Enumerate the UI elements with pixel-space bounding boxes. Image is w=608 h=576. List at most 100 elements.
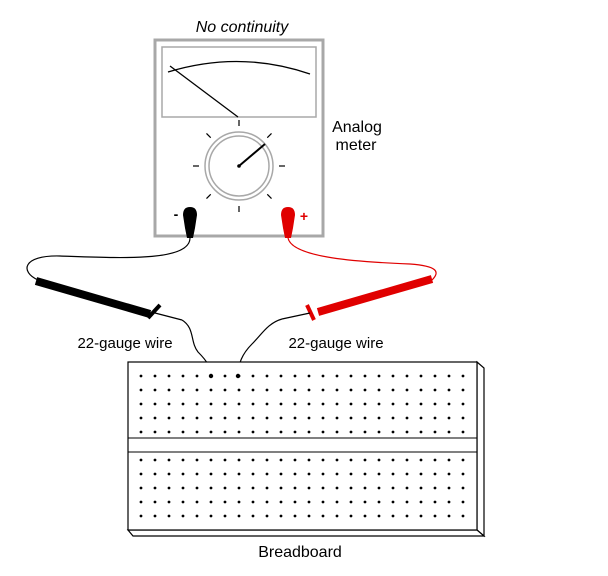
breadboard-hole[interactable] [349, 458, 353, 462]
breadboard-hole[interactable] [265, 486, 269, 490]
breadboard-hole[interactable] [391, 486, 395, 490]
breadboard-hole[interactable] [461, 486, 465, 490]
breadboard-hole[interactable] [279, 402, 283, 406]
breadboard-hole[interactable] [349, 416, 353, 420]
breadboard-hole[interactable] [167, 430, 171, 434]
breadboard-hole[interactable] [461, 514, 465, 518]
breadboard-hole[interactable] [293, 374, 297, 378]
breadboard-hole[interactable] [391, 402, 395, 406]
breadboard-hole[interactable] [419, 416, 423, 420]
breadboard-hole[interactable] [461, 430, 465, 434]
breadboard-hole[interactable] [419, 500, 423, 504]
breadboard-hole[interactable] [139, 500, 143, 504]
breadboard-hole[interactable] [447, 500, 451, 504]
breadboard-hole[interactable] [307, 486, 311, 490]
breadboard-hole[interactable] [223, 374, 227, 378]
breadboard-hole[interactable] [209, 486, 213, 490]
breadboard-hole[interactable] [321, 416, 325, 420]
breadboard-hole[interactable] [223, 402, 227, 406]
breadboard-hole[interactable] [377, 388, 381, 392]
breadboard-hole[interactable] [391, 388, 395, 392]
breadboard-hole[interactable] [335, 402, 339, 406]
breadboard-hole[interactable] [321, 430, 325, 434]
breadboard-hole[interactable] [307, 472, 311, 476]
breadboard-hole[interactable] [335, 514, 339, 518]
breadboard-hole[interactable] [307, 374, 311, 378]
breadboard-hole[interactable] [293, 416, 297, 420]
breadboard-hole[interactable] [223, 430, 227, 434]
breadboard-hole[interactable] [181, 500, 185, 504]
negative-probe[interactable] [34, 277, 183, 321]
breadboard-hole[interactable] [181, 388, 185, 392]
breadboard-hole[interactable] [181, 472, 185, 476]
breadboard-hole[interactable] [265, 458, 269, 462]
breadboard-hole[interactable] [293, 430, 297, 434]
breadboard-hole[interactable] [377, 500, 381, 504]
breadboard-hole[interactable] [461, 402, 465, 406]
breadboard-hole[interactable] [195, 514, 199, 518]
breadboard-hole[interactable] [363, 486, 367, 490]
breadboard-hole[interactable] [447, 402, 451, 406]
breadboard-hole[interactable] [153, 402, 157, 406]
breadboard-hole[interactable] [307, 416, 311, 420]
breadboard-hole[interactable] [335, 388, 339, 392]
breadboard-hole[interactable] [265, 514, 269, 518]
breadboard-hole[interactable] [279, 458, 283, 462]
breadboard-hole[interactable] [405, 388, 409, 392]
breadboard-hole[interactable] [349, 402, 353, 406]
breadboard-hole[interactable] [223, 472, 227, 476]
breadboard-hole[interactable] [167, 388, 171, 392]
breadboard-hole[interactable] [167, 472, 171, 476]
breadboard-hole[interactable] [251, 388, 255, 392]
breadboard-hole[interactable] [209, 458, 213, 462]
breadboard-hole[interactable] [279, 486, 283, 490]
breadboard-hole[interactable] [335, 430, 339, 434]
breadboard-hole[interactable] [293, 500, 297, 504]
breadboard-hole[interactable] [293, 458, 297, 462]
breadboard-hole[interactable] [405, 416, 409, 420]
breadboard-hole[interactable] [419, 402, 423, 406]
breadboard-hole[interactable] [419, 458, 423, 462]
breadboard-hole[interactable] [391, 514, 395, 518]
breadboard-hole[interactable] [377, 402, 381, 406]
breadboard-hole[interactable] [405, 402, 409, 406]
breadboard-hole[interactable] [251, 458, 255, 462]
breadboard-hole[interactable] [391, 472, 395, 476]
breadboard-hole[interactable] [293, 472, 297, 476]
breadboard-hole[interactable] [363, 430, 367, 434]
breadboard-hole[interactable] [321, 514, 325, 518]
breadboard-hole[interactable] [335, 374, 339, 378]
breadboard-hole[interactable] [237, 500, 241, 504]
breadboard-hole[interactable] [419, 388, 423, 392]
breadboard-hole[interactable] [181, 402, 185, 406]
breadboard-hole[interactable] [391, 416, 395, 420]
breadboard-hole[interactable] [433, 486, 437, 490]
breadboard-hole[interactable] [153, 416, 157, 420]
breadboard-hole[interactable] [433, 458, 437, 462]
breadboard-hole[interactable] [209, 430, 213, 434]
breadboard-hole[interactable] [167, 458, 171, 462]
breadboard-hole[interactable] [349, 472, 353, 476]
breadboard-hole[interactable] [139, 402, 143, 406]
breadboard-hole[interactable] [251, 514, 255, 518]
breadboard-hole[interactable] [321, 486, 325, 490]
breadboard-hole[interactable] [349, 388, 353, 392]
breadboard-hole[interactable] [419, 514, 423, 518]
breadboard-hole[interactable] [167, 402, 171, 406]
breadboard-hole[interactable] [307, 430, 311, 434]
breadboard-hole[interactable] [153, 388, 157, 392]
breadboard-hole[interactable] [139, 458, 143, 462]
breadboard-hole[interactable] [265, 374, 269, 378]
breadboard-hole[interactable] [363, 374, 367, 378]
breadboard-hole[interactable] [377, 374, 381, 378]
breadboard-hole[interactable] [447, 388, 451, 392]
breadboard-hole[interactable] [461, 388, 465, 392]
breadboard-hole[interactable] [349, 374, 353, 378]
breadboard-hole[interactable] [265, 472, 269, 476]
breadboard-hole[interactable] [307, 402, 311, 406]
breadboard-hole[interactable] [153, 514, 157, 518]
breadboard-hole[interactable] [447, 472, 451, 476]
breadboard-hole[interactable] [195, 458, 199, 462]
breadboard-hole[interactable] [377, 458, 381, 462]
breadboard-hole[interactable] [377, 472, 381, 476]
